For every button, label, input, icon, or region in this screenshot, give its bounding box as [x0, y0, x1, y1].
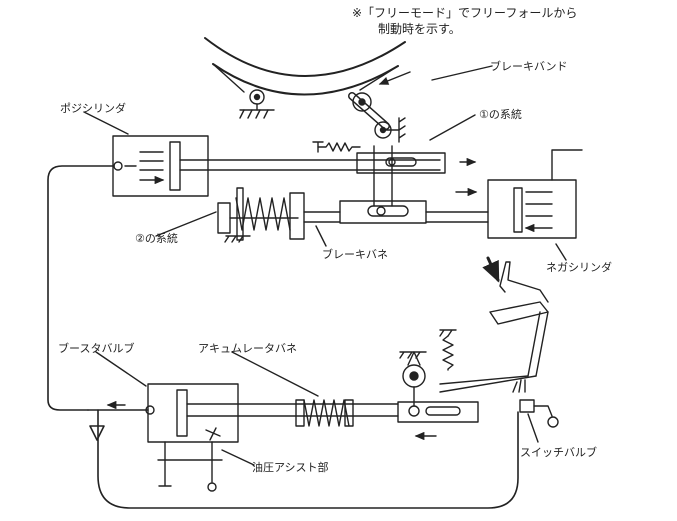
leader-system1: [429, 114, 476, 141]
hydraulic-assist-lines: [157, 441, 255, 492]
label-booster-valve: ブースタバルブ: [58, 342, 135, 355]
label-switch-valve: スイッチバルブ: [520, 446, 597, 459]
label-posi-cylinder: ポジシリンダ: [60, 102, 126, 115]
return-spring-1: [312, 141, 361, 153]
pedal-spring: [439, 329, 457, 371]
band-direction-arrow: [378, 71, 411, 85]
system-2-link: [339, 187, 489, 224]
brake-drum: [204, 37, 406, 96]
leader-nega: [555, 243, 567, 261]
lower-pivot: [399, 351, 427, 407]
label-system-1: ①の系統: [479, 108, 522, 121]
leader-system2: [155, 211, 217, 237]
label-accumulator-spring: アキュムレータバネ: [198, 342, 297, 355]
label-nega-cylinder: ネガシリンダ: [546, 261, 612, 274]
hydraulic-loop: [47, 165, 519, 509]
leader-booster: [95, 351, 147, 387]
nega-cylinder: [487, 149, 583, 261]
switch-valve: [512, 379, 559, 443]
leader-switch-valve: [527, 413, 539, 443]
leader-posi: [83, 111, 129, 135]
accumulator-spring: [231, 351, 354, 427]
band-anchor-left: [239, 89, 275, 119]
note-line-2: 制動時を示す。: [378, 22, 461, 36]
lower-slotted-link: [397, 401, 479, 441]
leader-brake-spring: [315, 225, 327, 247]
booster-valve: [95, 351, 399, 443]
brake-spring-assembly: [155, 187, 341, 247]
leader-accumulator: [231, 351, 319, 397]
note-line-1: ※「フリーモード」でフリーフォールから: [352, 6, 578, 20]
brake-pedal: [439, 256, 549, 393]
label-hydraulic-assist: 油圧アシスト部: [252, 461, 329, 474]
label-brake-band: ブレーキバンド: [490, 60, 568, 73]
system-1-link: [356, 114, 477, 207]
posi-cylinder: [83, 111, 441, 197]
label-system-2: ②の系統: [135, 232, 178, 245]
label-brake-spring: ブレーキバネ: [322, 248, 388, 261]
bell-crank: [348, 92, 406, 143]
leader-brake-band: [431, 65, 493, 81]
leader-hydraulic: [221, 449, 255, 466]
